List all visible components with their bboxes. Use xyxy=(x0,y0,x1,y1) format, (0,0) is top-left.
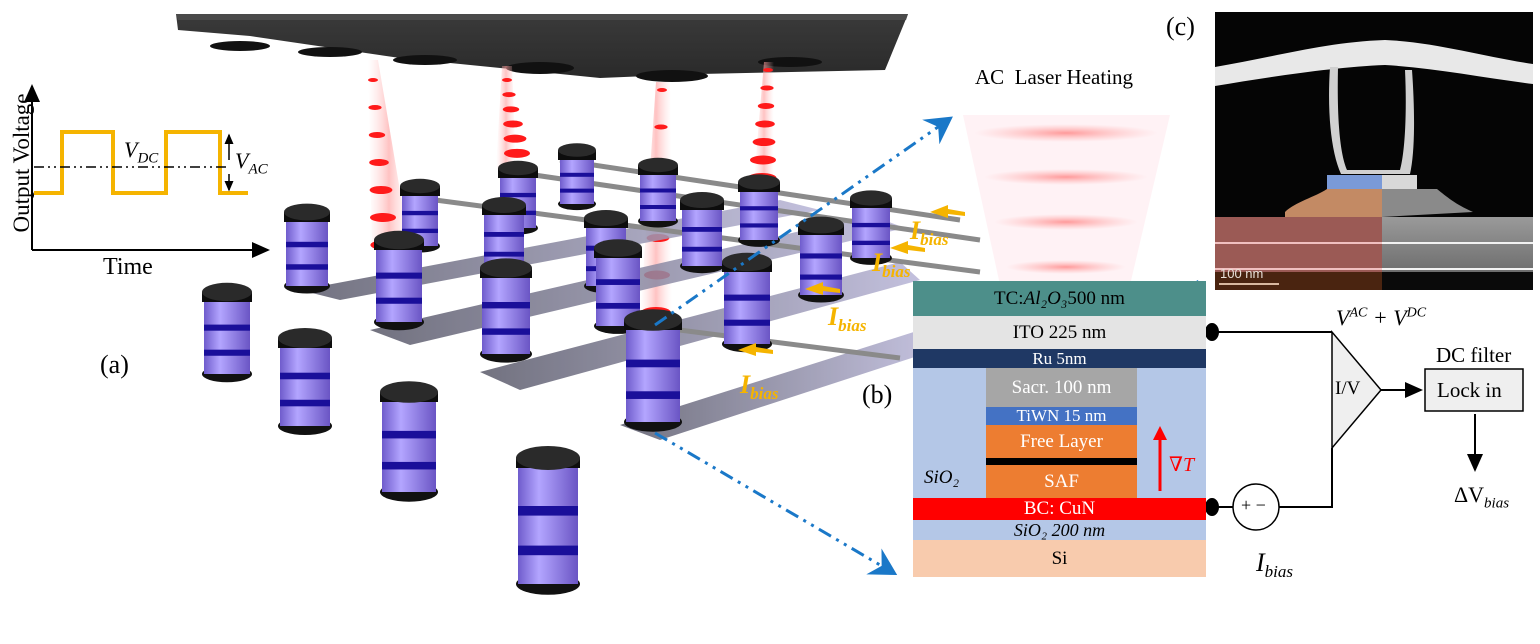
bottom-contact-terminal xyxy=(1205,498,1219,516)
delta-v-bias-label: ΔVbias xyxy=(1454,482,1510,512)
mtj-pillars xyxy=(202,143,892,595)
amp-output-label: VAC + VDC xyxy=(1336,305,1427,330)
layer-saf: SAF xyxy=(986,465,1137,498)
laser-pulse xyxy=(755,120,775,128)
layer-tiwn: TiWN 15 nm xyxy=(986,406,1137,425)
layer-free: Free Layer xyxy=(986,425,1137,458)
mtj-pillar xyxy=(558,143,596,211)
scale-bar-label: 100 nm xyxy=(1220,266,1264,281)
laser-pulse xyxy=(503,120,523,128)
mtj-pillar xyxy=(638,157,678,228)
layer-si: Si xyxy=(913,540,1206,577)
laser-pulse xyxy=(750,155,776,165)
laser-pulse xyxy=(502,78,512,82)
laser-pulse xyxy=(763,68,773,72)
laser-pulse xyxy=(654,124,668,130)
square-wave xyxy=(34,130,248,195)
bias-label-1: Ibias xyxy=(910,216,949,250)
zoom-line-to-laser xyxy=(654,116,953,327)
sio2-label: SiO₂ xyxy=(924,467,960,488)
laser-pulse xyxy=(752,138,776,146)
lock-in-box xyxy=(1424,368,1524,412)
laser-heating-bands xyxy=(974,124,1158,274)
lock-in-label: Lock in xyxy=(1437,378,1502,402)
bias-label-4: Ibias xyxy=(740,370,779,404)
mtj-pillar xyxy=(202,282,252,383)
mtj-pillar xyxy=(850,190,892,265)
laser-heating-cone xyxy=(963,115,1170,285)
bias-label-3: Ibias xyxy=(828,302,867,336)
sem-image: 100 nm xyxy=(1215,12,1533,290)
vdc-label: VDC xyxy=(124,137,159,167)
filter-title: DC filter xyxy=(1436,343,1512,367)
mtj-pillar xyxy=(284,203,330,294)
tunnel-barrier xyxy=(986,458,1137,465)
mtj-pillar xyxy=(624,309,682,432)
zoom-line-to-stack xyxy=(654,431,898,576)
laser-pulse xyxy=(502,106,520,113)
laser-pulse xyxy=(502,92,516,98)
top-contact-terminal xyxy=(1205,323,1219,341)
plate-top-edge xyxy=(176,14,908,20)
mtj-pillar xyxy=(278,328,332,435)
mtj-pillar xyxy=(374,230,424,331)
panel-label-b: (b) xyxy=(862,380,893,409)
laser-pulse xyxy=(369,159,389,166)
laser-pulse xyxy=(760,85,774,91)
laser-source-plate xyxy=(176,14,908,78)
mtj-pillar xyxy=(738,174,780,247)
source-bias-label: Ibias xyxy=(1256,548,1294,582)
iv-amplifier xyxy=(1331,329,1382,451)
laser-pulse xyxy=(368,105,382,110)
laser-pulse xyxy=(369,186,393,194)
laser-pulse xyxy=(368,132,386,138)
laser-pulse xyxy=(757,103,775,109)
layer-sio2-200: SiO₂ 200 nm xyxy=(913,520,1206,540)
panel-label-a: (a) xyxy=(100,350,129,379)
layer-ru: Ru 5nm xyxy=(913,349,1206,368)
mtj-pillar xyxy=(480,258,532,363)
laser-pulse xyxy=(368,78,378,82)
laser-heating-title: AC Laser Heating xyxy=(975,65,1134,89)
layer-sacr: Sacr. 100 nm xyxy=(986,368,1137,407)
plate-emitters xyxy=(210,41,822,82)
layer-tc: TC: Al₂O₃ 500 nm xyxy=(913,281,1206,316)
mtj-pillar xyxy=(516,446,580,595)
panel-label-c: (c) xyxy=(1166,12,1195,41)
vac-label: VAC xyxy=(235,148,268,178)
mtj-pillar xyxy=(380,381,438,502)
laser-pulse xyxy=(503,134,527,143)
laser-pulse xyxy=(657,88,667,92)
laser-pulse xyxy=(504,148,530,158)
waveform-xlabel: Time xyxy=(103,254,153,280)
mtj-pillar xyxy=(680,192,724,274)
waveform-ylabel: Output Voltage xyxy=(9,93,34,233)
gradient-label: ∇T xyxy=(1169,454,1195,476)
bias-current-arrows xyxy=(738,205,965,356)
amp-label: I/V xyxy=(1335,378,1361,399)
sem-cross-section xyxy=(1215,40,1533,290)
layer-bc: BC: CuN xyxy=(913,498,1206,520)
mtj-pillar xyxy=(722,252,772,353)
source-symbol: + − xyxy=(1241,495,1266,515)
laser-pulse xyxy=(370,213,396,222)
bias-label-2: Ibias xyxy=(872,248,911,282)
current-source xyxy=(1232,483,1280,531)
layer-ito: ITO 225 nm xyxy=(913,316,1206,349)
